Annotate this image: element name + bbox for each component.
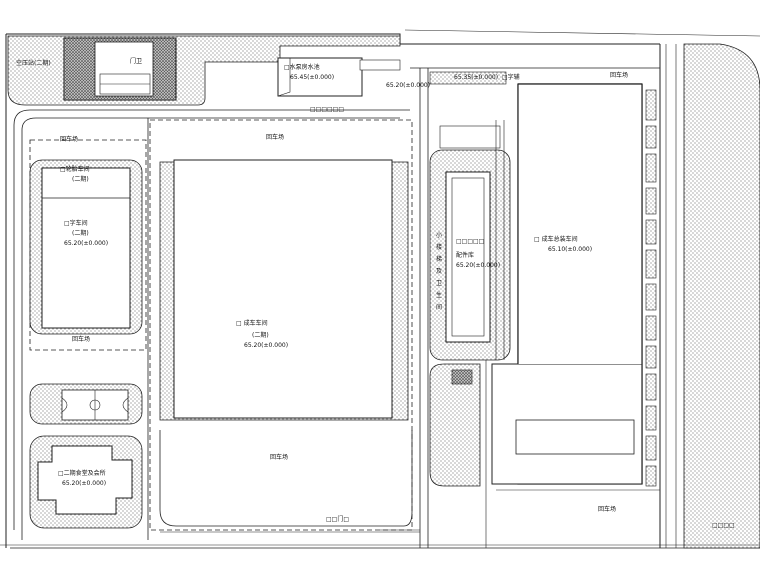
label-canteen-elev: 65.20(±0.000) [62, 480, 107, 487]
label-parking-top-mid: 回车场 [266, 134, 285, 141]
label-gate-bottom: □□门□ [326, 516, 350, 523]
label-right-building-name: □ 成车总装车间 [534, 236, 578, 243]
label-bottom-right: □□□□ [712, 522, 735, 529]
label-right-building-elev: 65.10(±0.000) [548, 246, 593, 253]
left-building [41, 167, 131, 329]
label-north-building-elev: 65.35(±0.000) [454, 74, 499, 81]
label-canteen-name: □二期食堂及会所 [58, 470, 106, 477]
right-assembly-green [429, 363, 481, 487]
label-parking-left-bottom: 回车场 [72, 336, 91, 343]
label-road-top: □□□□□□ [310, 106, 345, 113]
label-left-upper-name: □轮胎车间 [60, 166, 90, 173]
label-main-workshop-sub: (二期) [252, 332, 269, 339]
narrow-side-text-4: 及 [436, 268, 443, 275]
narrow-side-text-3: 梯 [436, 256, 443, 263]
pump-house [277, 57, 363, 97]
site-boundary [5, 29, 760, 549]
main-workshop [173, 159, 393, 419]
label-gate-elevation: 65.20(±0.000) [386, 82, 431, 89]
label-security: 门卫 [130, 58, 143, 65]
label-left-lower-elev: 65.20(±0.000) [64, 240, 109, 247]
label-compressor: 空压站(二期) [16, 60, 51, 67]
label-pump-house: □水泵房水池 [284, 64, 320, 71]
label-narrow-sub: 配件库 [456, 252, 475, 259]
label-pump-elevation: 65.45(±0.000) [290, 74, 335, 81]
label-left-lower-sub: (二期) [72, 230, 89, 237]
narrow-building [445, 171, 491, 343]
narrow-side-text-1: 小 [436, 232, 443, 239]
label-parking-top-left: 回车场 [60, 136, 79, 143]
narrow-side-text-5: 卫 [436, 280, 443, 287]
label-left-lower-name: □字车间 [64, 220, 88, 227]
label-narrow-name: □□□□□ [456, 238, 485, 245]
label-main-workshop-name: □ 成车车间 [236, 320, 268, 327]
narrow-side-text-2: 楼 [436, 244, 443, 251]
label-north-building-suffix: □字辅 [502, 74, 520, 81]
canteen [37, 445, 133, 515]
label-narrow-elev: 65.20(±0.000) [456, 262, 501, 269]
label-parking-right-bottom: 回车场 [598, 506, 617, 513]
narrow-side-text-6: 生 [436, 292, 443, 299]
label-main-workshop-elev: 65.20(±0.000) [244, 342, 289, 349]
label-parking-bottom: 回车场 [270, 454, 289, 461]
label-left-upper-sub: (二期) [72, 176, 89, 183]
east-green-area [683, 43, 760, 549]
label-parking-top-right: 回车场 [610, 72, 629, 79]
narrow-side-text-7: 间 [436, 304, 443, 311]
